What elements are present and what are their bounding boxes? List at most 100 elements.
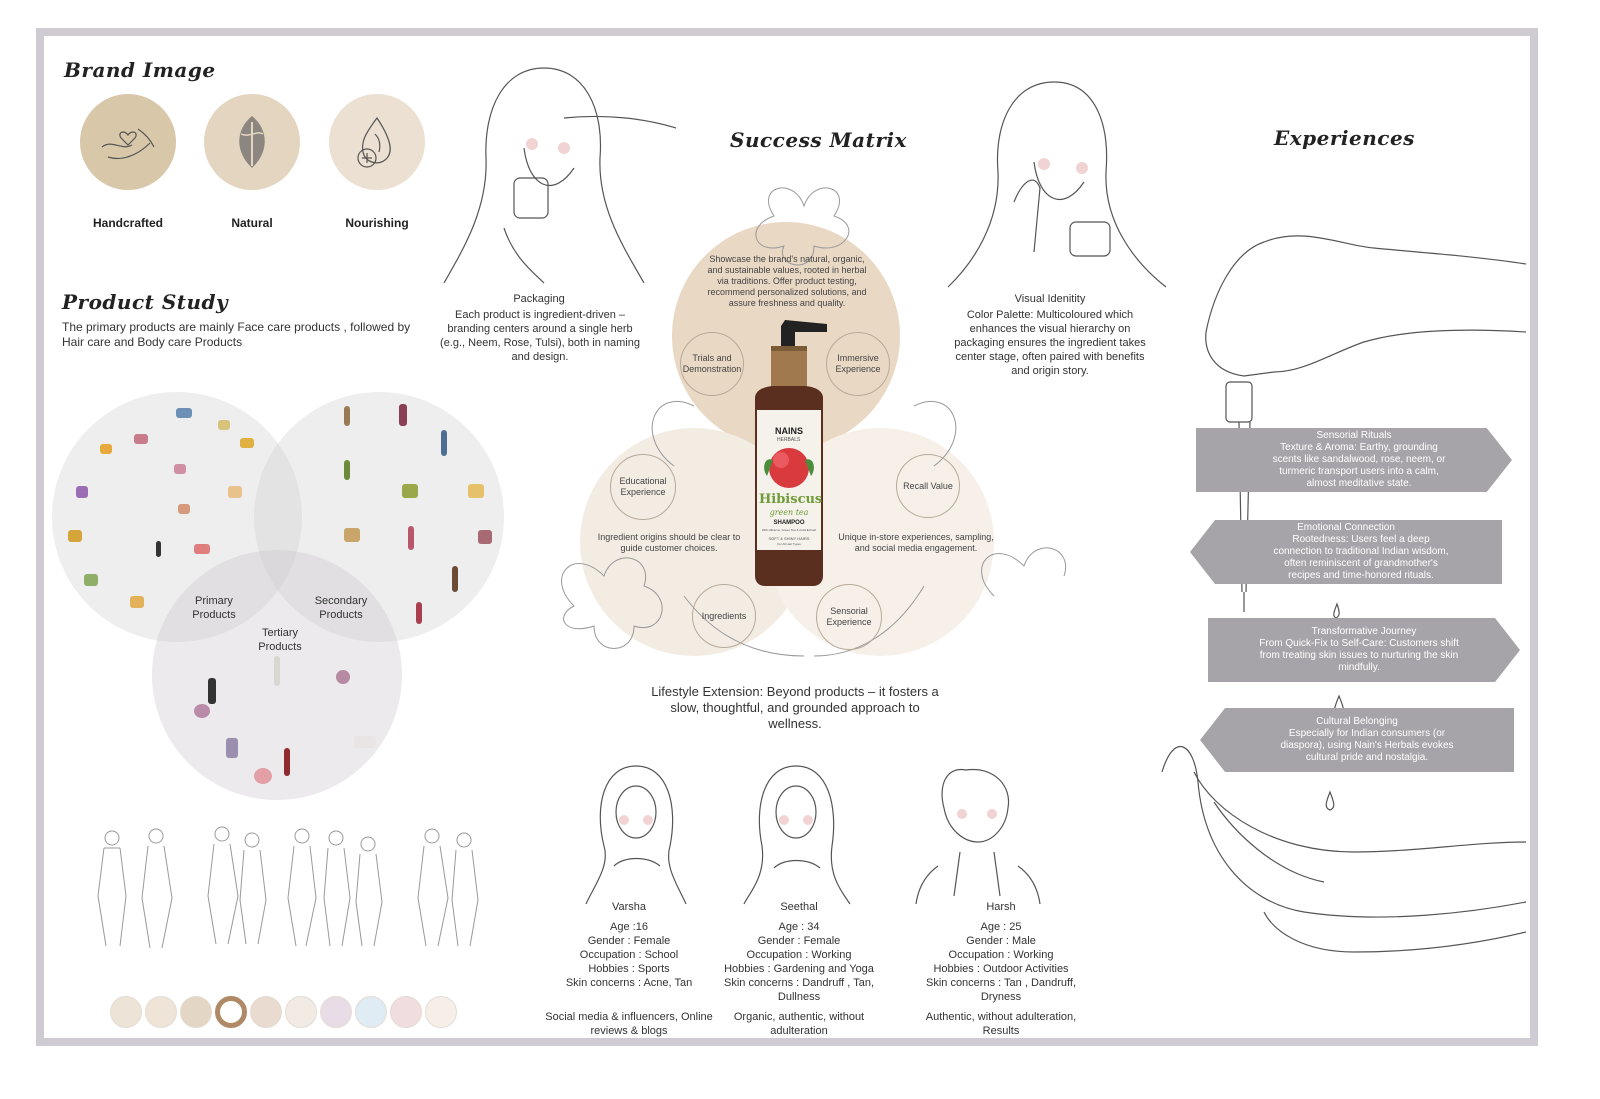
persona-detail: Gender : Female — [587, 935, 671, 947]
experience-band-text: Rootedness: Users feel a deep connection… — [1273, 534, 1449, 581]
persona-detail: Age :16 — [610, 921, 648, 933]
venn-tertiary-label: Tertiary Products — [258, 627, 302, 653]
product-thumb — [208, 678, 216, 704]
lifestyle-extension-text: Lifestyle Extension: Beyond products – i… — [651, 684, 939, 731]
persona-name: Harsh — [986, 901, 1016, 913]
product-thumb — [408, 526, 414, 550]
persona-detail: Hobbies : Gardening and Yoga — [724, 963, 874, 975]
node-sensorial: Sensorial Experience — [816, 584, 882, 650]
moodboard: Brand Image Handcrafted Natural Nourishi… — [36, 28, 1538, 1046]
product-thumb — [468, 484, 484, 498]
node-recall: Recall Value — [896, 454, 960, 518]
venn-secondary-label: Secondary Products — [314, 595, 368, 621]
persona-detail: Gender : Male — [966, 935, 1036, 947]
texture-swatch — [390, 996, 422, 1028]
experience-band-transformative: Transformative Journey From Quick-Fix to… — [1208, 618, 1520, 682]
product-thumb — [76, 486, 88, 498]
node-ingredients: Ingredients — [692, 584, 756, 648]
nourishing-label: Nourishing — [345, 216, 409, 230]
product-thumb — [240, 438, 254, 448]
persona-detail: Hobbies : Outdoor Activities — [933, 963, 1069, 975]
experience-band-title: Cultural Belonging — [1316, 716, 1398, 727]
experience-band-cultural: Cultural Belonging Especially for Indian… — [1200, 708, 1514, 772]
product-study-description: The primary products are mainly Face car… — [62, 320, 411, 349]
persona-detail: Hobbies : Sports — [588, 963, 670, 975]
product-thumb — [344, 528, 360, 542]
product-thumb — [274, 656, 280, 686]
persona-channels: Social media & influencers, Online revie… — [545, 1011, 713, 1037]
persona-detail: Age : 25 — [980, 921, 1022, 933]
persona-detail: Occupation : Working — [948, 949, 1054, 961]
product-thumb — [402, 484, 418, 498]
hands-heart-icon — [101, 128, 155, 160]
product-thumb — [218, 420, 230, 430]
product-thumb — [478, 530, 492, 544]
persona-detail: Age : 34 — [778, 921, 820, 933]
visual-identity-text: Color Palette: Multicoloured which enhan… — [954, 309, 1146, 377]
texture-swatch — [215, 996, 247, 1028]
product-thumb — [130, 596, 144, 608]
bottle-name: Hibiscus — [759, 492, 823, 507]
product-thumb — [399, 404, 407, 426]
persona-card-varsha: Varsha Age :16 Gender : Female Occupatio… — [544, 900, 714, 1038]
texture-swatch — [425, 996, 457, 1028]
persona-portraits-sketch — [585, 765, 1041, 905]
node-trials: Trials and Demonstration — [680, 332, 744, 396]
packaging-title: Packaging — [513, 293, 565, 305]
bottle-brand-sub: HERBALS — [777, 437, 801, 443]
venn-primary-circle — [52, 392, 302, 642]
texture-swatch — [285, 996, 317, 1028]
product-thumb — [354, 736, 376, 748]
persona-detail: Occupation : School — [579, 949, 679, 961]
product-thumb — [441, 430, 447, 456]
experience-band-text: Texture & Aroma: Earthy, grounding scent… — [1272, 442, 1446, 489]
success-matrix-title: Success Matrix — [730, 128, 907, 152]
woman-cream-sketch — [947, 81, 1167, 288]
experience-band-text: Especially for Indian consumers (or dias… — [1280, 728, 1454, 763]
product-thumb — [178, 504, 190, 514]
node-immersive: Immersive Experience — [826, 332, 890, 396]
experience-band-sensorial: Sensorial Rituals Texture & Aroma: Earth… — [1196, 428, 1512, 492]
persona-card-harsh: Harsh Age : 25 Gender : Male Occupation … — [906, 900, 1096, 1038]
product-thumb — [284, 748, 290, 776]
persona-card-seethal: Seethal Age : 34 Gender : Female Occupat… — [704, 900, 894, 1038]
product-thumb — [194, 544, 210, 554]
natural-badge — [204, 94, 300, 190]
product-thumb — [344, 406, 350, 426]
product-thumb — [134, 434, 148, 444]
matrix-top-text: Showcase the brand's natural, organic, a… — [707, 254, 867, 308]
bottle-shape — [755, 320, 827, 586]
persona-detail: Skin concerns : Tan , Dandruff, Dryness — [925, 977, 1076, 1003]
product-thumb — [84, 574, 98, 586]
texture-swatch — [110, 996, 142, 1028]
nourishing-badge — [329, 94, 425, 190]
venn-primary-label: Primary Products — [192, 595, 236, 621]
texture-swatch — [320, 996, 352, 1028]
experience-band-text: From Quick-Fix to Self-Care: Customers s… — [1259, 638, 1459, 673]
texture-swatch — [145, 996, 177, 1028]
product-study-title: Product Study — [62, 290, 229, 314]
texture-swatch — [355, 996, 387, 1028]
product-thumb — [344, 460, 350, 480]
persona-detail: Skin concerns : Dandruff , Tan, Dullness — [723, 977, 874, 1003]
drop-leaf-plus-icon — [357, 116, 391, 168]
hibiscus-shampoo-bottle: NAINS HERBALS Hibiscus green tea SHAMPOO… — [741, 320, 837, 588]
persona-name: Varsha — [611, 901, 647, 913]
experience-band-emotional: Emotional Connection Rootedness: Users f… — [1190, 520, 1502, 584]
matrix-left-text: Ingredient origins should be clear to gu… — [597, 532, 741, 553]
woman-jar-sketch — [443, 67, 677, 284]
bottle-name-sub: green tea — [769, 508, 809, 517]
bottle-small-3: For All Hair Types — [777, 542, 801, 546]
handcrafted-badge — [80, 94, 176, 190]
experience-band-title: Transformative Journey — [1311, 626, 1417, 637]
texture-swatch — [250, 996, 282, 1028]
natural-label: Natural — [231, 216, 273, 230]
packaging-text: Each product is ingredient-driven – bran… — [440, 309, 640, 363]
experiences-title: Experiences — [1274, 126, 1415, 150]
persona-channels: Organic, authentic, without adulteration — [733, 1011, 865, 1037]
bottle-small-1: With Hibiscus, Green Tea & Amla Extract — [761, 528, 817, 532]
product-thumb — [336, 670, 350, 684]
product-thumb — [226, 738, 238, 758]
product-thumb — [100, 444, 112, 454]
persona-channels: Authentic, without adulteration, Results — [925, 1011, 1077, 1037]
